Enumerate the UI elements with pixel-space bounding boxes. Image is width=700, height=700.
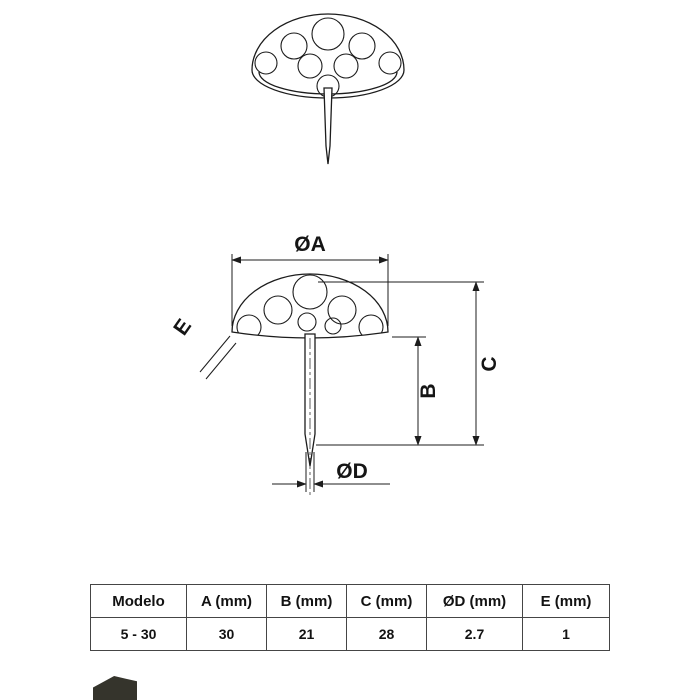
header-b-mm: B (mm) — [266, 584, 347, 618]
dome-outline-front — [231, 273, 389, 339]
cell-a: 30 — [186, 617, 267, 651]
cell-e: 1 — [522, 617, 610, 651]
dim-label-c: C — [478, 356, 501, 371]
header-e-mm: E (mm) — [522, 584, 610, 618]
cell-d: 2.7 — [426, 617, 523, 651]
cell-modelo: 5 - 30 — [90, 617, 187, 651]
hammered-pattern-perspective — [254, 17, 402, 98]
leader-e-2 — [205, 342, 237, 380]
header-d-mm: ØD (mm) — [426, 584, 523, 618]
dimensions-table: Modelo A (mm) B (mm) C (mm) ØD (mm) E (m… — [90, 584, 610, 651]
cell-b: 21 — [266, 617, 347, 651]
dimension-annotations — [199, 254, 484, 492]
hammered-pattern-front — [236, 274, 384, 338]
dome-outline-perspective — [251, 13, 405, 71]
dim-label-diameter-d: ØD — [336, 460, 368, 483]
table-header-row: Modelo A (mm) B (mm) C (mm) ØD (mm) E (m… — [90, 584, 610, 618]
dim-label-e: E — [169, 315, 196, 340]
table-row: 5 - 30 30 21 28 2.7 1 — [90, 617, 610, 651]
dim-label-b: B — [417, 383, 440, 398]
tack-perspective-view — [251, 13, 405, 165]
header-a-mm: A (mm) — [186, 584, 267, 618]
header-c-mm: C (mm) — [346, 584, 427, 618]
dim-label-diameter-a: ØA — [294, 233, 326, 256]
leader-e-1 — [199, 335, 231, 373]
tack-front-view — [231, 273, 389, 497]
cell-c: 28 — [346, 617, 427, 651]
pin-perspective — [323, 87, 333, 165]
header-modelo: Modelo — [90, 584, 187, 618]
